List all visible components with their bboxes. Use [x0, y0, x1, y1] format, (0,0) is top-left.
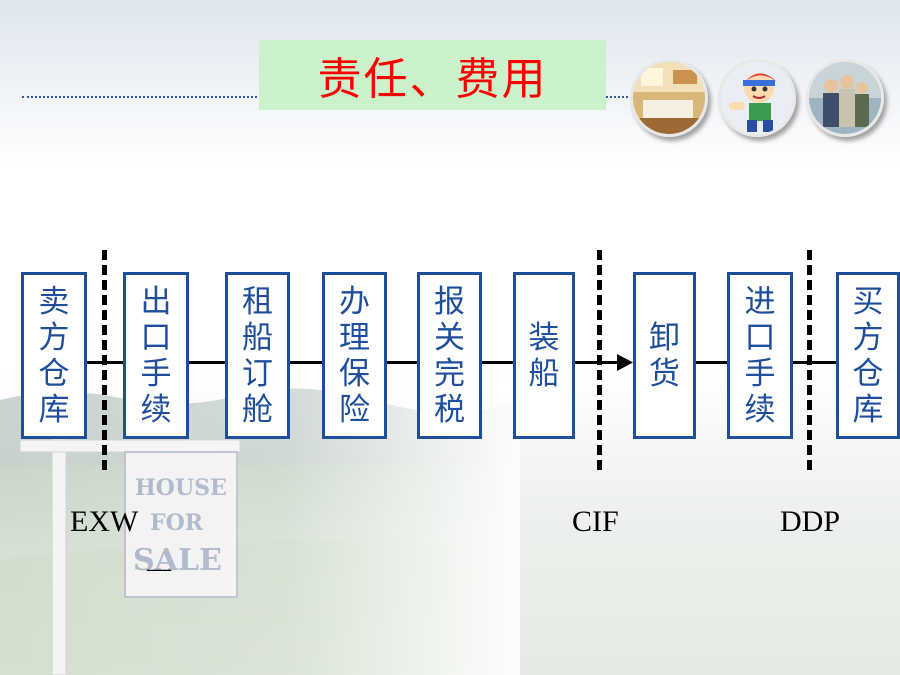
connector-4	[387, 361, 417, 364]
step-customs-clearance: 报关完税	[417, 272, 482, 439]
step-unloading: 卸货	[633, 272, 696, 439]
family-photo-icon	[806, 59, 884, 137]
step-buyer-warehouse: 买方仓库	[836, 272, 900, 439]
step-export-procedures: 出口手续	[123, 272, 189, 439]
step-label: 报关完税	[434, 283, 465, 428]
arrow-head-icon	[617, 354, 633, 371]
step-import-procedures: 进口手续	[727, 272, 793, 439]
living-room-photo-icon	[630, 59, 708, 137]
header-dotted-line-left	[22, 96, 257, 98]
step-label: 卖方仓库	[38, 283, 70, 428]
connector-7	[696, 361, 727, 364]
connector-2	[189, 361, 225, 364]
step-seller-warehouse: 卖方仓库	[21, 272, 87, 439]
step-insurance: 办理保险	[322, 272, 387, 439]
divider-cif	[597, 250, 602, 470]
header-dotted-line-right	[606, 96, 628, 98]
step-label: 卸货	[649, 319, 680, 392]
step-charter-booking: 租船订舱	[225, 272, 290, 439]
term-label-exw: EXW	[70, 505, 139, 538]
page-title: 责任、费用	[317, 54, 548, 105]
connector-5	[482, 361, 513, 364]
title-banner: 责任、费用	[259, 40, 606, 110]
step-label: 办理保险	[339, 283, 370, 428]
connector-3	[290, 361, 322, 364]
step-label: 租船订舱	[242, 283, 273, 428]
step-label: 进口手续	[744, 283, 776, 428]
stray-dash-mark: —	[147, 556, 171, 582]
step-label: 买方仓库	[852, 283, 884, 428]
divider-exw	[102, 250, 107, 470]
step-loading: 装船	[513, 272, 575, 439]
step-label: 装船	[528, 319, 560, 392]
term-label-cif: CIF	[572, 505, 619, 538]
step-label: 出口手续	[140, 283, 172, 428]
term-label-ddp: DDP	[780, 505, 841, 538]
cartoon-boy-photo-icon	[718, 59, 796, 137]
divider-ddp	[807, 250, 812, 470]
connector-8	[793, 361, 836, 364]
